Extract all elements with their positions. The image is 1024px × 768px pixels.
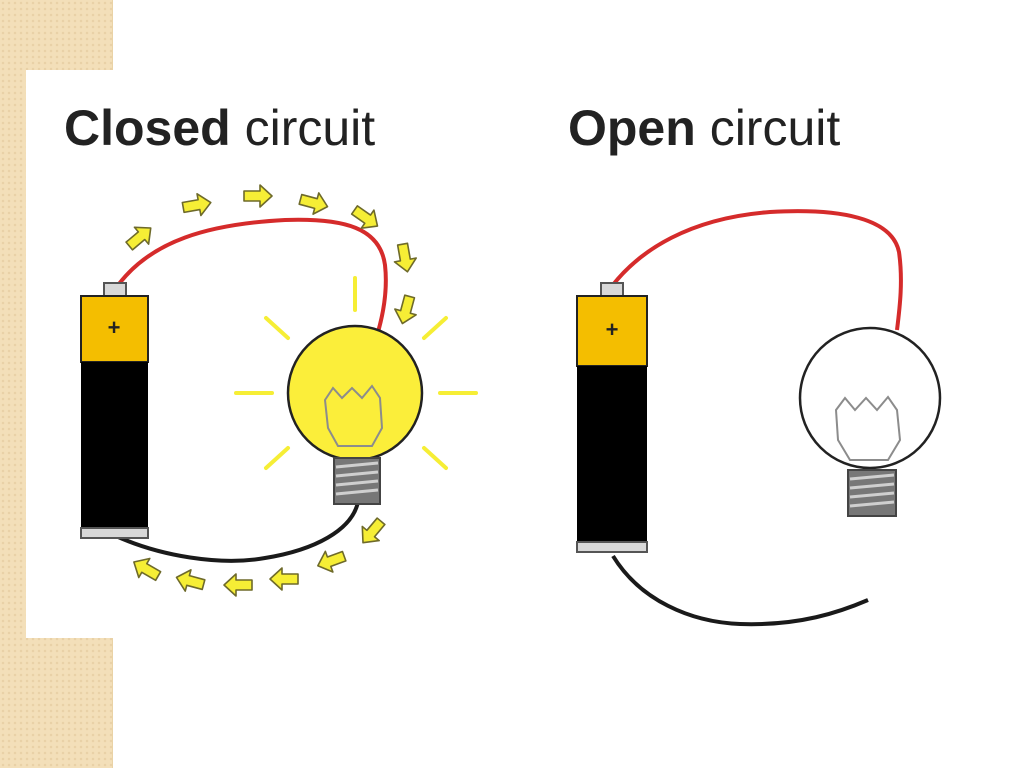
closed-battery	[80, 282, 149, 539]
closed-lit-bulb	[286, 324, 424, 505]
open-battery	[576, 282, 648, 553]
closed-title-bold: Closed	[64, 100, 231, 156]
open-battery-plus: +	[606, 317, 619, 342]
open-title-rest: circuit	[709, 100, 841, 156]
open-circuit-title: Open circuit	[568, 96, 840, 160]
open-title-bold: Open	[568, 100, 696, 156]
open-negative-wire	[611, 554, 869, 627]
closed-bulb-glow-rays	[234, 276, 478, 470]
closed-circuit-title: Closed circuit	[64, 96, 375, 160]
closed-negative-wire	[115, 501, 360, 563]
closed-title-rest: circuit	[244, 100, 376, 156]
closed-battery-plus: +	[108, 315, 121, 340]
open-unlit-bulb	[798, 326, 942, 517]
closed-circuit: +	[80, 184, 478, 597]
open-positive-wire	[610, 209, 903, 331]
closed-positive-wire	[114, 217, 388, 333]
open-circuit: +	[576, 209, 942, 627]
